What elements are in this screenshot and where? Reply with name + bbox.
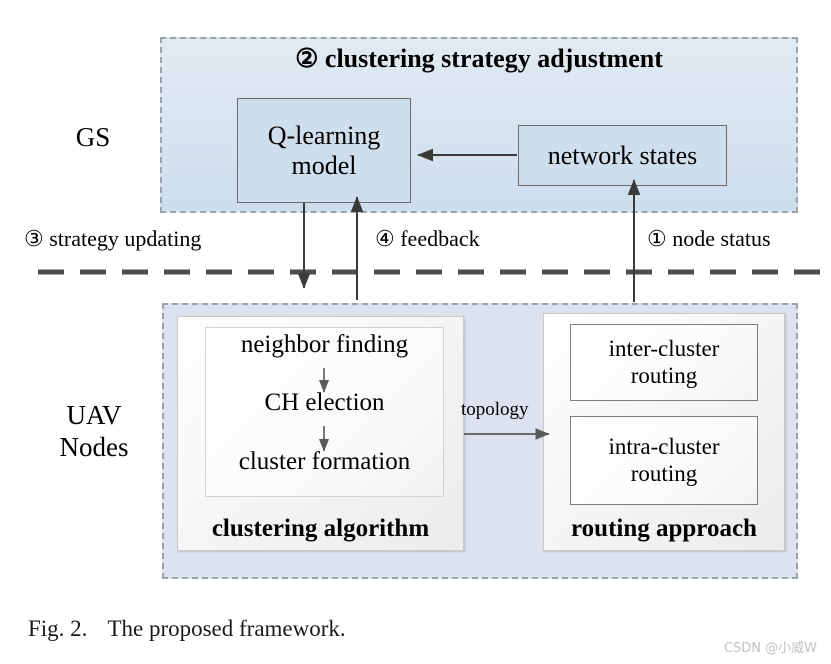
flow-label-feedback: ④ feedback	[375, 226, 480, 251]
q-learning-model-box: Q-learning model	[237, 98, 411, 203]
clustering-stage-ch-election: CH election	[264, 389, 385, 416]
clustering-stage-cluster-formation: cluster formation	[238, 448, 411, 475]
network-states-box: network states	[518, 125, 727, 186]
inter-cluster-routing-box: inter-cluster routing	[570, 324, 758, 401]
intra-cluster-routing-box: intra-cluster routing	[570, 416, 758, 505]
clustering-stage-neighbor-finding: neighbor finding	[240, 331, 409, 358]
figure-caption-text: The proposed framework.	[107, 616, 346, 641]
gs-region-title: ② clustering strategy adjustment	[295, 44, 663, 73]
uav-nodes-side-label: UAV Nodes	[59, 400, 129, 462]
figure-caption-label: Fig. 2.	[28, 616, 88, 641]
figure-caption: Fig. 2. The proposed framework.	[28, 616, 346, 642]
gs-side-label: GS	[75, 122, 111, 152]
watermark: CSDN @小威W	[723, 641, 817, 656]
routing-approach-caption: routing approach	[571, 515, 757, 542]
flow-label-node-status: ① node status	[647, 226, 771, 251]
flow-label-strategy-updating: ③ strategy updating	[24, 226, 202, 251]
topology-edge-label: topology	[461, 399, 529, 420]
clustering-algorithm-caption: clustering algorithm	[211, 515, 430, 542]
clustering-stage-box	[205, 327, 444, 497]
